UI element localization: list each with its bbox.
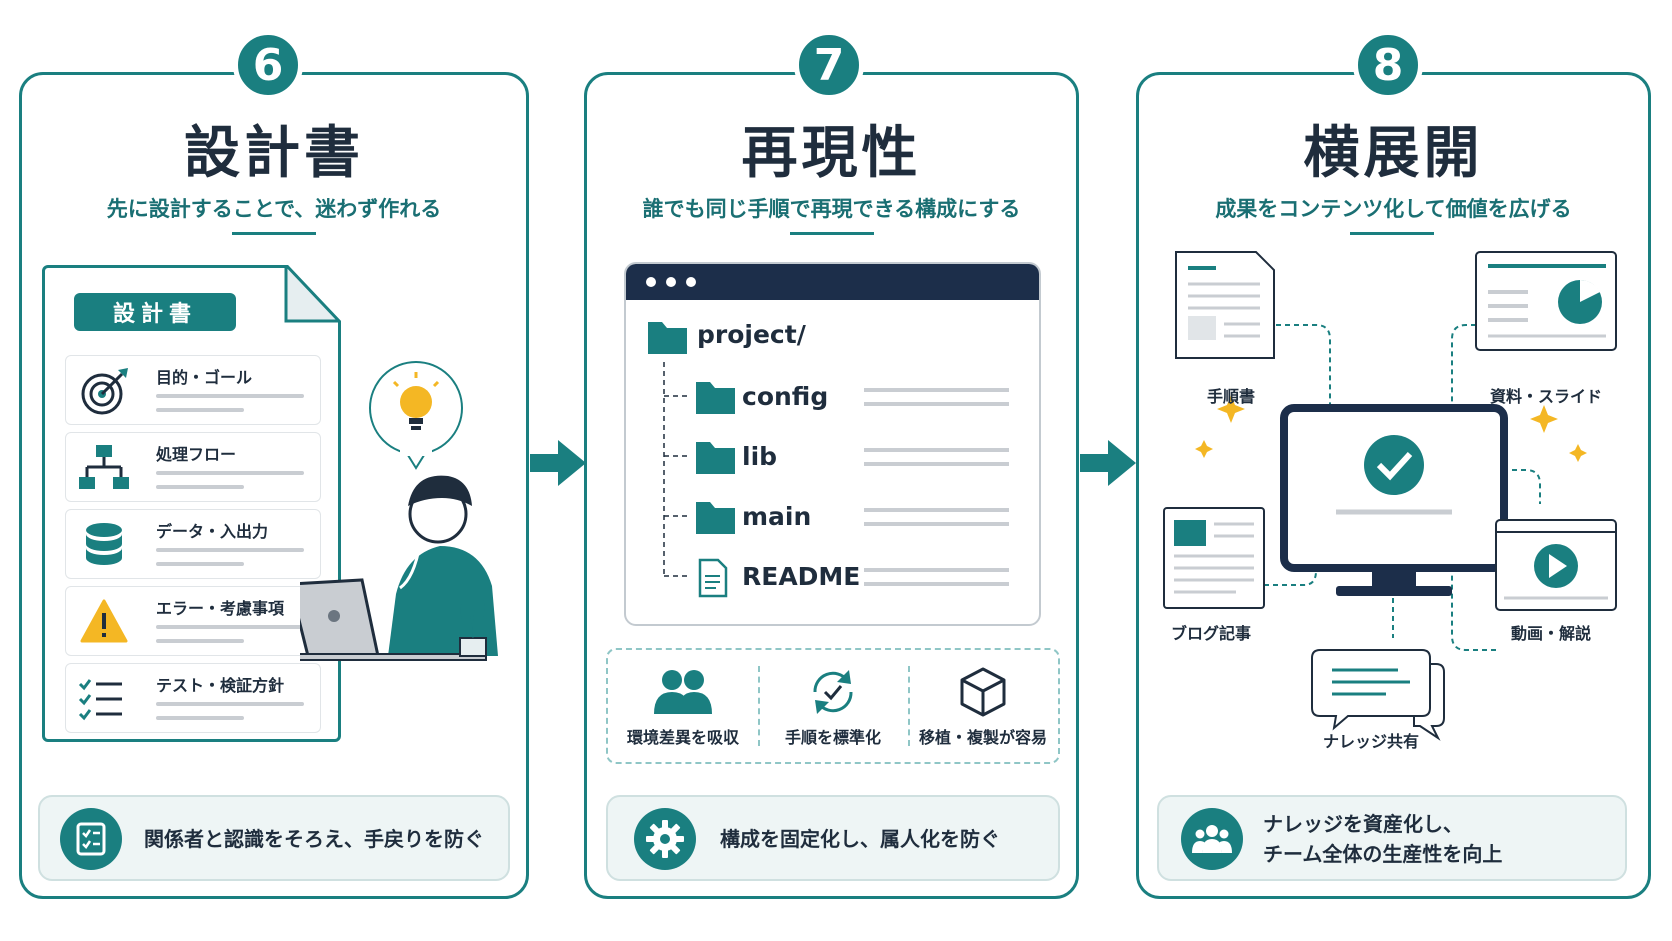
cube-icon (960, 667, 1006, 717)
footer-design-doc: 関係者と認識をそろえ、手戻りを防ぐ (38, 795, 510, 881)
content-hub-diagram (1163, 251, 1617, 741)
doc-item: 処理フロー (65, 432, 321, 502)
checklist-icon (78, 679, 122, 721)
doc-item-label: 処理フロー (156, 445, 237, 464)
panel-title-horizontal-rollout: 横展開 (1303, 121, 1484, 186)
file-tree-window (624, 262, 1041, 626)
doc-tag: 設計書 (74, 293, 236, 331)
doc-item-label: 目的・ゴール (156, 368, 253, 387)
people-icon (654, 670, 712, 714)
output-label: ブログ記事 (1170, 624, 1251, 643)
thinking-person-illustration (300, 361, 498, 661)
slides-icon (1475, 251, 1617, 351)
chat-bubbles-icon (1311, 649, 1445, 741)
flowchart-icon (79, 445, 129, 489)
footer-reproducibility: 構成を固定化し、属人化を防ぐ (606, 795, 1060, 881)
step-number-7: 7 (794, 30, 864, 100)
output-label: ナレッジ共有 (1322, 732, 1419, 751)
step-number-8: 8 (1353, 30, 1423, 100)
page-fold-icon (284, 265, 341, 323)
feature-label: 手順を標準化 (784, 728, 881, 747)
doc-item-label: データ・入出力 (156, 522, 269, 541)
lightbulb-icon (392, 372, 440, 430)
file-tree-lines (648, 322, 1009, 598)
doc-item: テスト・検証方針 (65, 663, 321, 733)
feature-item: 環境差異を吸収 (608, 650, 758, 762)
manual-document-icon (1175, 251, 1275, 359)
doc-item: データ・入出力 (65, 509, 321, 579)
blog-article-icon (1163, 507, 1265, 609)
panel-subtitle-design-doc: 先に設計することで、迷わず作れる (106, 197, 442, 221)
arrow-right-icon (1080, 440, 1136, 486)
feature-label: 環境差異を吸収 (626, 728, 739, 747)
monitor-check-icon (1280, 404, 1508, 596)
footer-text: 構成を固定化し、属人化を防ぐ (720, 827, 1000, 851)
window-titlebar (626, 264, 1039, 300)
title-underline (232, 232, 316, 235)
output-label: 動画・解説 (1510, 624, 1591, 643)
database-icon (86, 523, 122, 565)
checklist-icon (60, 808, 122, 870)
sparkle-icon (1195, 395, 1587, 462)
title-underline (790, 232, 874, 235)
doc-item-label: テスト・検証方針 (156, 676, 285, 695)
reproducibility-features: 環境差異を吸収 手順を標準化 移植・複製が容易 (606, 648, 1060, 764)
refresh-check-icon (813, 670, 853, 714)
warning-icon (80, 599, 128, 643)
step-number-6: 6 (233, 30, 303, 100)
feature-item: 移植・複製が容易 (908, 650, 1058, 762)
output-label: 手順書 (1206, 387, 1255, 406)
video-play-icon (1495, 519, 1617, 611)
team-icon (1181, 808, 1243, 870)
folder-project: project/ (697, 320, 806, 349)
folder-config: config (742, 382, 829, 411)
footer-text: 関係者と認識をそろえ、手戻りを防ぐ (144, 827, 484, 851)
doc-item-label: エラー・考慮事項 (156, 599, 285, 618)
feature-item: 手順を標準化 (758, 650, 908, 762)
doc-item: エラー・考慮事項 (65, 586, 321, 656)
target-icon (81, 368, 128, 415)
panel-subtitle-reproducibility: 誰でも同じ手順で再現できる構成にする (642, 197, 1021, 221)
gear-icon (634, 808, 696, 870)
folder-main: main (742, 502, 812, 531)
panel-subtitle-horizontal-rollout: 成果をコンテンツ化して価値を広げる (1215, 197, 1572, 221)
feature-label: 移植・複製が容易 (918, 728, 1047, 747)
design-document (42, 265, 341, 742)
panel-title-design-doc: 設計書 (184, 121, 364, 186)
file-readme: README (742, 562, 861, 591)
arrow-right-icon (530, 440, 586, 486)
footer-text-line-1: ナレッジを資産化し、 (1263, 812, 1463, 836)
panel-title-reproducibility: 再現性 (741, 121, 922, 186)
footer-horizontal-rollout: ナレッジを資産化し、 チーム全体の生産性を向上 (1157, 795, 1627, 881)
title-underline (1350, 232, 1434, 235)
folder-lib: lib (742, 442, 778, 471)
output-label: 資料・スライド (1489, 387, 1602, 406)
footer-text-line-2: チーム全体の生産性を向上 (1263, 842, 1503, 866)
doc-item: 目的・ゴール (65, 355, 321, 425)
